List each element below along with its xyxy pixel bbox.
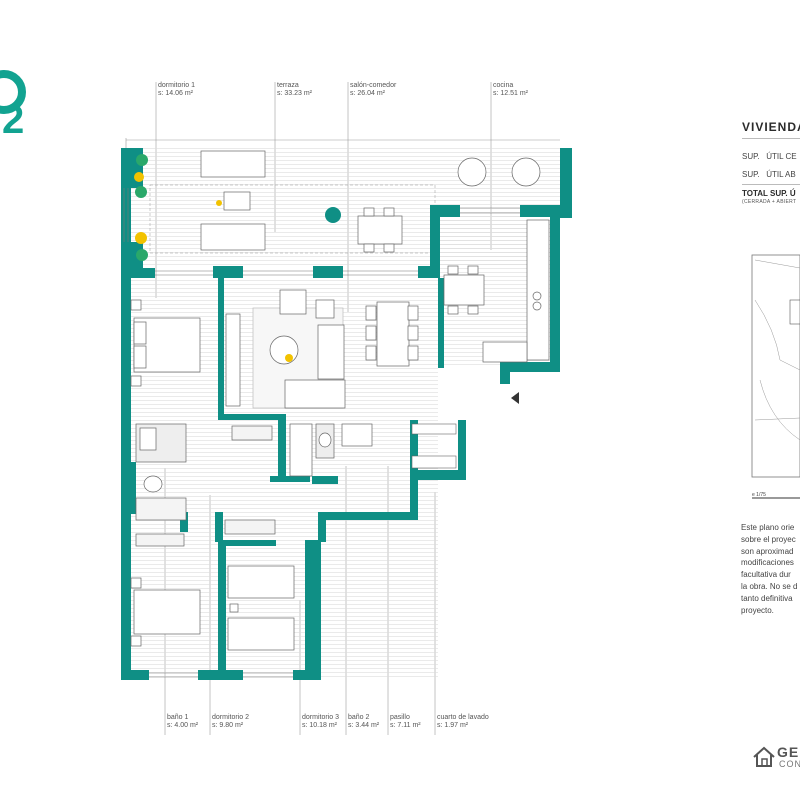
- bathroom-fixtures: [135, 423, 373, 547]
- divider: [742, 138, 800, 139]
- yellow-plant-icon: [135, 232, 147, 244]
- scale-label: e 1/75: [752, 492, 766, 498]
- kitchen-furniture: [443, 219, 550, 363]
- sup-util-abierta: SUP. ÚTIL AB: [742, 170, 796, 179]
- lamp-icon: [325, 207, 341, 223]
- divider: [742, 184, 800, 185]
- walls: [121, 148, 572, 680]
- plan-number-logo: 2: [0, 60, 40, 140]
- house-icon: [753, 746, 775, 767]
- entry-arrow-icon: [511, 392, 519, 404]
- logo-ring-icon: [0, 70, 26, 114]
- brand-logo: GE CON: [752, 744, 800, 774]
- brand-line-2: CON: [779, 759, 800, 769]
- plan-number: 2: [2, 98, 24, 140]
- disclaimer-note: Este plano orie sobre el proyec son apro…: [741, 523, 798, 615]
- sup-util-cerrada: SUP. ÚTIL CE: [742, 152, 797, 161]
- total-sup-sub: (CERRADA + ABIERT: [742, 199, 797, 205]
- yellow-plant-icon: [216, 200, 222, 206]
- terrace-furniture: [200, 150, 541, 253]
- dwelling-title: VIVIENDA: [742, 120, 800, 134]
- plant-icons: [135, 154, 148, 261]
- bedrooms-2-3-furniture: [227, 565, 295, 651]
- brand-line-1: GE: [777, 744, 800, 760]
- bedroom-1-furniture: [130, 299, 201, 647]
- location-key-plan: [751, 254, 800, 499]
- yellow-plant-icon: [285, 354, 293, 362]
- total-sup: TOTAL SUP. Ú: [742, 189, 796, 198]
- yellow-plant-icon: [134, 172, 144, 182]
